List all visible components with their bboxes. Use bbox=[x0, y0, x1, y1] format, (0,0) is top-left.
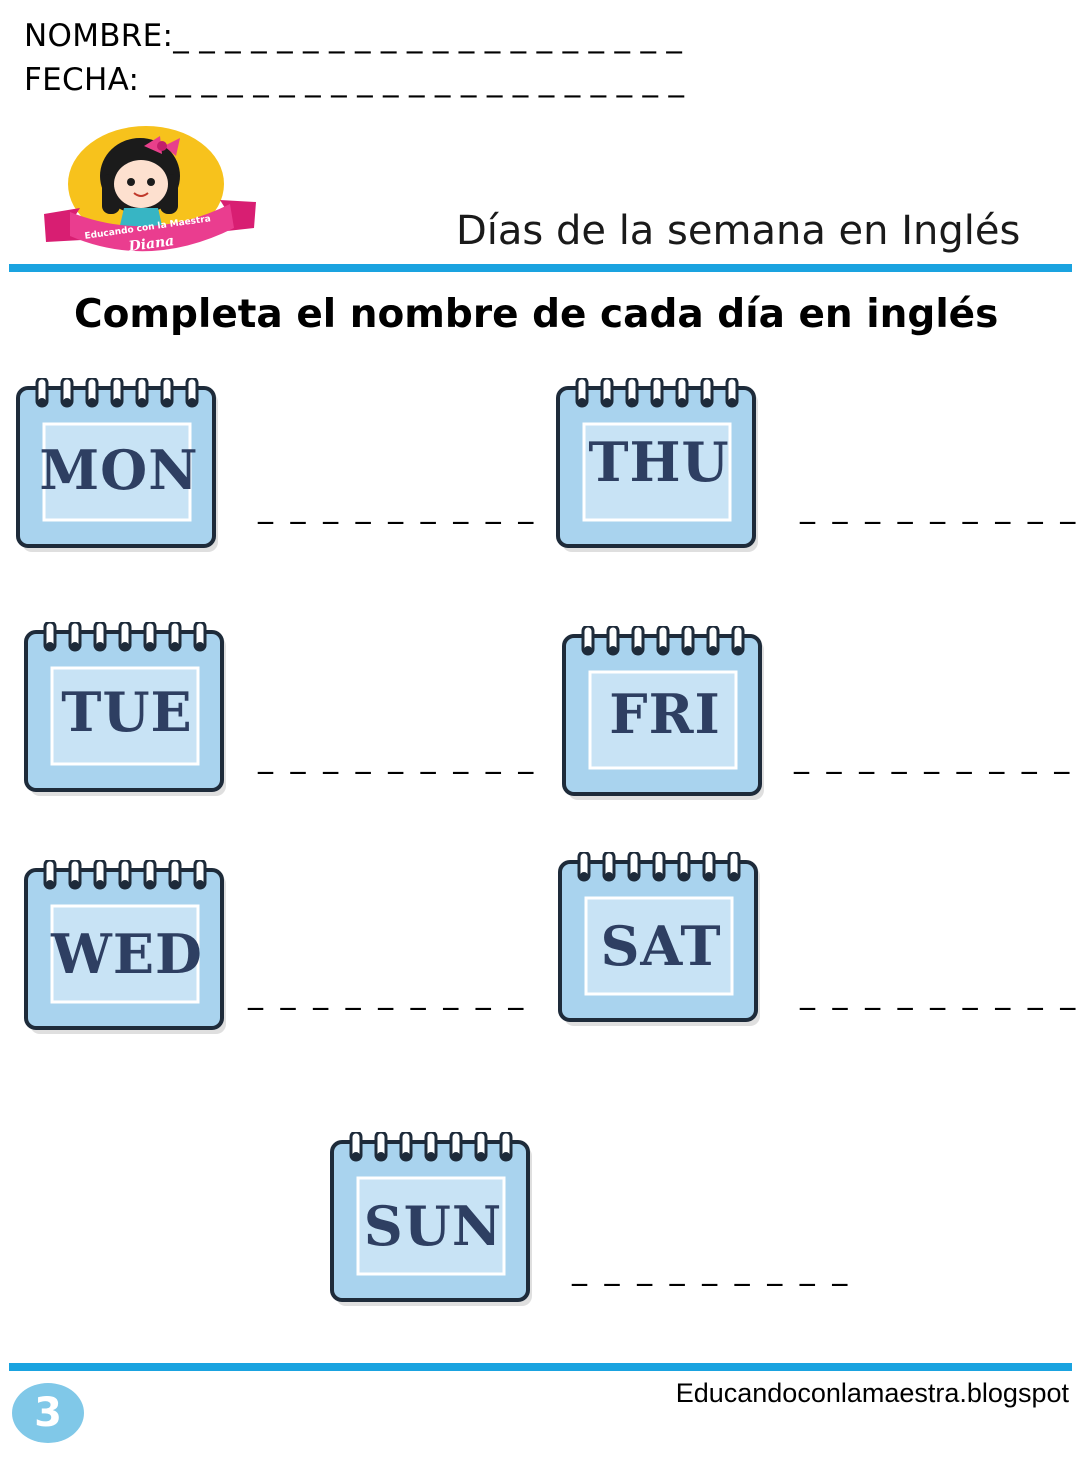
day-abbreviation: SAT bbox=[600, 914, 722, 978]
logo: Educando con la Maestra Diana bbox=[40, 124, 260, 264]
blog-url: Educandoconlamaestra.blogspot bbox=[675, 1378, 1069, 1408]
logo-text-line2: Diana bbox=[127, 233, 176, 255]
worksheet-subtitle: Días de la semana en Inglés bbox=[456, 208, 1021, 254]
calendar-icon bbox=[558, 852, 760, 1026]
calendar-sat: SAT bbox=[558, 852, 764, 1028]
nombre-field[interactable]: NOMBRE:_ _ _ _ _ _ _ _ _ _ _ _ _ _ _ _ _… bbox=[24, 18, 683, 54]
day-abbreviation: FRI bbox=[609, 682, 721, 746]
calendar-icon bbox=[24, 622, 226, 796]
day-abbreviation: WED bbox=[51, 922, 203, 986]
calendar-tue: TUE bbox=[24, 622, 230, 798]
page-number-badge: 3 bbox=[12, 1383, 84, 1443]
answer-blank-wed[interactable]: _ _ _ _ _ _ _ _ _ bbox=[248, 976, 528, 1011]
day-abbreviation: THU bbox=[588, 430, 730, 494]
bottom-divider bbox=[9, 1363, 1072, 1371]
day-abbreviation: MON bbox=[39, 438, 199, 502]
calendar-icon bbox=[556, 378, 758, 552]
calendar-sun: SUN bbox=[330, 1132, 536, 1308]
calendar-icon bbox=[330, 1132, 532, 1306]
answer-blank-thu[interactable]: _ _ _ _ _ _ _ _ _ bbox=[800, 490, 1080, 525]
calendar-mon: MON bbox=[16, 378, 222, 554]
day-abbreviation: SUN bbox=[363, 1194, 503, 1258]
answer-blank-tue[interactable]: _ _ _ _ _ _ _ _ _ bbox=[258, 740, 538, 775]
answer-blank-mon[interactable]: _ _ _ _ _ _ _ _ _ bbox=[258, 490, 538, 525]
top-divider bbox=[9, 264, 1072, 272]
calendar-icon bbox=[16, 378, 218, 552]
calendar-icon bbox=[24, 860, 226, 1034]
day-abbreviation: TUE bbox=[61, 680, 193, 744]
logo-graphic: Educando con la Maestra Diana bbox=[44, 126, 256, 255]
calendar-fri: FRI bbox=[562, 626, 768, 802]
fecha-field[interactable]: FECHA: _ _ _ _ _ _ _ _ _ _ _ _ _ _ _ _ _… bbox=[24, 62, 685, 98]
answer-blank-sun[interactable]: _ _ _ _ _ _ _ _ _ bbox=[572, 1252, 852, 1287]
calendar-icon bbox=[562, 626, 764, 800]
calendar-wed: WED bbox=[24, 860, 230, 1036]
answer-blank-fri[interactable]: _ _ _ _ _ _ _ _ _ bbox=[794, 740, 1074, 775]
instruction-heading: Completa el nombre de cada día en inglés bbox=[74, 292, 999, 337]
answer-blank-sat[interactable]: _ _ _ _ _ _ _ _ _ bbox=[800, 976, 1080, 1011]
calendar-thu: THU bbox=[556, 378, 762, 554]
